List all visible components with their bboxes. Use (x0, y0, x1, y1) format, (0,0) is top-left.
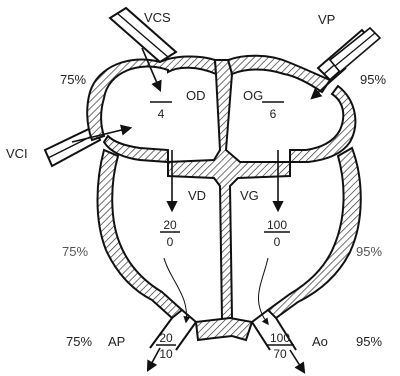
ap-pressure-top: 20 (159, 331, 173, 345)
left-ventricle-saturation: 95% (356, 244, 382, 259)
vci-label: VCI (6, 146, 28, 161)
od-pressure-bottom: 4 (158, 107, 165, 121)
ap-label: AP (108, 334, 125, 349)
vg-pressure-bottom: 0 (274, 235, 281, 249)
od-label: OD (186, 88, 206, 103)
vp-label: VP (318, 12, 335, 27)
vd-label: VD (188, 188, 206, 203)
ao-pressure-top: 100 (270, 331, 290, 345)
aorta-saturation: 95% (356, 334, 382, 349)
ao-pressure-bottom: 70 (273, 347, 287, 361)
og-pressure-bottom: 6 (270, 107, 277, 121)
pa-exit-arrow (148, 348, 160, 370)
pulmonary-artery-saturation: 75% (66, 334, 92, 349)
vg-label: VG (240, 188, 259, 203)
right-ventricle-saturation: 75% (62, 244, 88, 259)
vd-pressure-top: 20 (163, 218, 177, 232)
vd-pressure-bottom: 0 (167, 235, 174, 249)
left-atrium-saturation: 95% (360, 72, 386, 87)
og-label: OG (243, 88, 263, 103)
vcs-label: VCS (144, 10, 171, 25)
vg-pressure-top: 100 (267, 218, 287, 232)
ao-label: Ao (312, 334, 328, 349)
right-atrium-saturation: 75% (60, 72, 86, 87)
ap-pressure-bottom: 10 (159, 347, 173, 361)
pulmonary-valve (196, 318, 252, 340)
ao-exit-arrow (290, 350, 304, 372)
left-atrium-wall (228, 56, 330, 92)
